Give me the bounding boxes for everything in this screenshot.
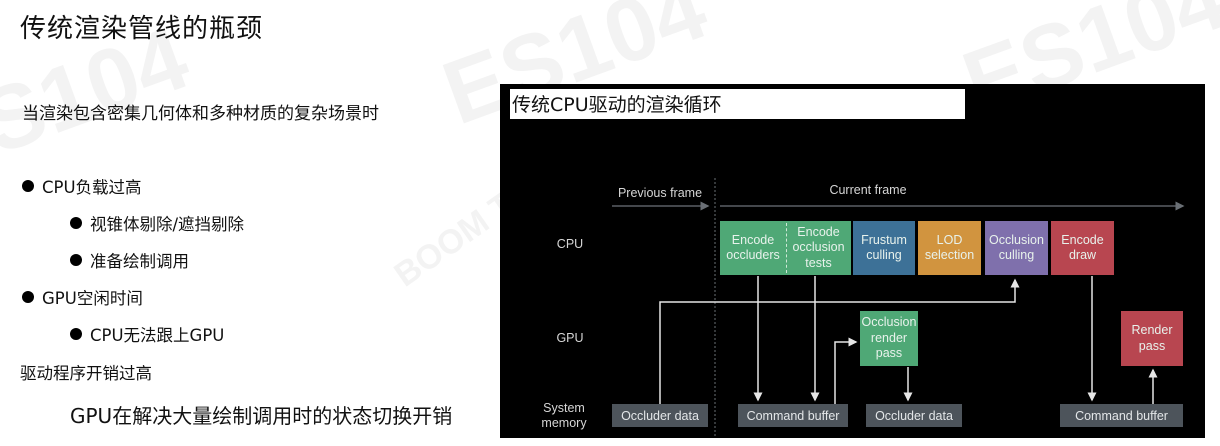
bullet-text: 准备绘制调用 xyxy=(90,252,189,271)
bullet-draw-calls: 准备绘制调用 xyxy=(70,248,189,272)
block-label-line: render xyxy=(870,330,908,345)
bullet-text: CPU负载过高 xyxy=(42,178,142,197)
block-label-line: Occlusion xyxy=(861,315,917,330)
previous-frame-label: Previous frame xyxy=(617,186,703,200)
row-label-line: System xyxy=(543,401,585,415)
row-label-system-memory: System memory xyxy=(530,401,598,431)
block-label-line: culling xyxy=(866,248,902,262)
block-label-line: Frustum xyxy=(861,232,907,247)
block-label-line: Encode xyxy=(1061,232,1104,247)
bullet-text: 驱动程序开销过高 xyxy=(20,364,152,383)
bullet-text: CPU无法跟上GPU xyxy=(90,326,225,345)
bullet-text: GPU在解决大量绘制调用时的状态切换开销 xyxy=(70,404,453,428)
block-label-line: Encode xyxy=(797,224,840,239)
bullet-dot-icon xyxy=(70,217,82,229)
bullet-cpu-overload: CPU负载过高 xyxy=(22,174,142,198)
state-switch-overhead: GPU在解决大量绘制调用时的状态切换开销 xyxy=(70,400,452,429)
bullet-text: GPU空闲时间 xyxy=(42,289,143,308)
driver-overhead-heading: 驱动程序开销过高 xyxy=(20,360,152,384)
occluder-data-to-occlusion-culling-arrow xyxy=(659,278,1020,404)
row-label-line: memory xyxy=(541,416,587,430)
block-label-line: occluders xyxy=(726,248,780,262)
bullet-dot-icon xyxy=(22,180,34,192)
bullet-dot-icon xyxy=(70,328,82,340)
memory-occluder-data-prev: Occluder data xyxy=(612,404,708,427)
block-label-line: Render xyxy=(1131,323,1173,337)
intro-text: 当渲染包含密集几何体和多种材质的复杂场景时 xyxy=(22,104,379,124)
row-label-gpu: GPU xyxy=(556,331,584,345)
encode-block-divider xyxy=(786,223,787,273)
bullet-gpu-idle: GPU空闲时间 xyxy=(22,285,143,309)
block-label-line: pass xyxy=(1138,338,1166,353)
bullet-text: 视锥体剔除/遮挡剔除 xyxy=(90,215,245,234)
block-label-line: pass xyxy=(875,346,903,361)
block-label-line: selection xyxy=(924,248,975,262)
memory-command-buffer-1: Command buffer xyxy=(738,404,848,427)
bullet-dot-icon xyxy=(22,291,34,303)
block-label-line: culling xyxy=(998,248,1035,262)
slide-title: 传统渲染管线的瓶颈 xyxy=(20,14,264,44)
block-label-line: LOD xyxy=(936,232,963,247)
bullet-cpu-cannot-keep-up: CPU无法跟上GPU xyxy=(70,322,224,346)
row-label-cpu: CPU xyxy=(556,237,584,251)
memory-occluder-data-current: Occluder data xyxy=(866,404,962,427)
block-label-line: tests xyxy=(805,255,832,270)
command-buffer-to-occlusion-pass-arrow xyxy=(834,337,858,404)
diagram-title: 传统CPU驱动的渲染循环 xyxy=(512,94,722,116)
block-label-line: Occlusion xyxy=(989,232,1044,247)
block-label-line: draw xyxy=(1068,248,1097,262)
bullet-dot-icon xyxy=(70,254,82,266)
current-frame-label: Current frame xyxy=(829,183,907,197)
bullet-culling: 视锥体剔除/遮挡剔除 xyxy=(70,211,244,235)
block-label-line: occlusion xyxy=(792,240,845,255)
diagram-title-box xyxy=(510,89,965,119)
memory-command-buffer-2: Command buffer xyxy=(1060,404,1183,427)
block-label-line: Encode xyxy=(731,232,775,247)
